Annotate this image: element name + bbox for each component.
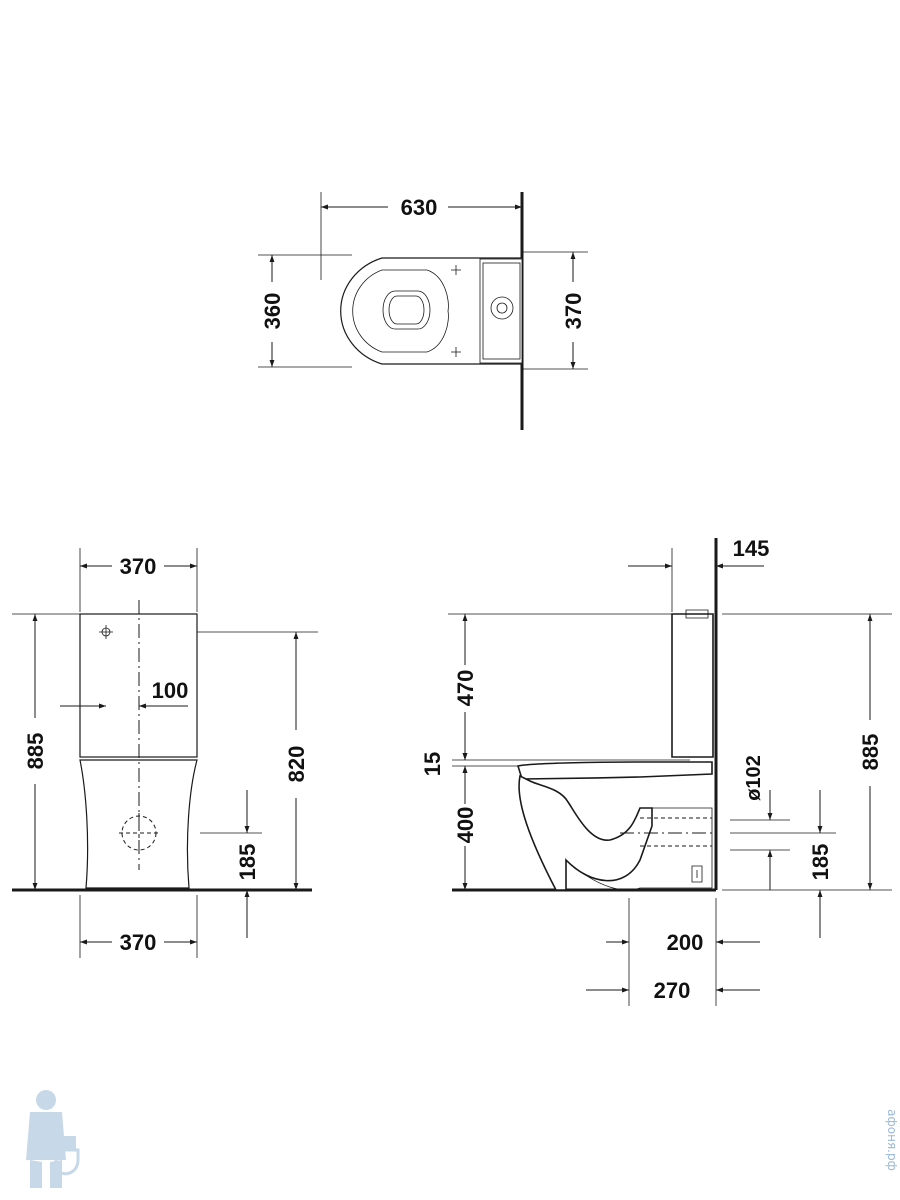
side-outlet-height-label: 185 <box>808 844 833 881</box>
side-pipe-diameter-label: ø102 <box>743 755 765 801</box>
front-tank-top-height-label: 820 <box>284 746 309 783</box>
front-width-top-label: 370 <box>120 554 157 579</box>
side-wall-gap-label: 145 <box>733 536 770 561</box>
top-length-label: 630 <box>401 195 438 220</box>
side-bowl-height-label: 400 <box>453 807 478 844</box>
front-width-bottom-label: 370 <box>120 930 157 955</box>
front-total-height-label: 885 <box>23 733 48 770</box>
front-outlet-height-label: 185 <box>235 844 260 881</box>
side-view: 145 470 15 400 ø102 885 185 200 270 <box>420 536 892 1006</box>
side-distance-b-label: 270 <box>654 978 691 1003</box>
side-distance-a-label: 200 <box>667 930 704 955</box>
side-tank-height-label: 470 <box>453 670 478 707</box>
top-view: 630 360 370 <box>258 192 588 430</box>
side-total-height-label: 885 <box>858 734 883 771</box>
watermark-text: афоня.рф <box>885 1109 899 1171</box>
front-view: 370 370 885 820 100 185 <box>12 548 318 958</box>
top-bowl-width-label: 360 <box>260 293 285 330</box>
side-seat-gap-label: 15 <box>420 752 445 776</box>
plumber-mascot-icon <box>26 1090 80 1188</box>
front-offset-label: 100 <box>152 678 189 703</box>
top-tank-width-label: 370 <box>561 293 586 330</box>
